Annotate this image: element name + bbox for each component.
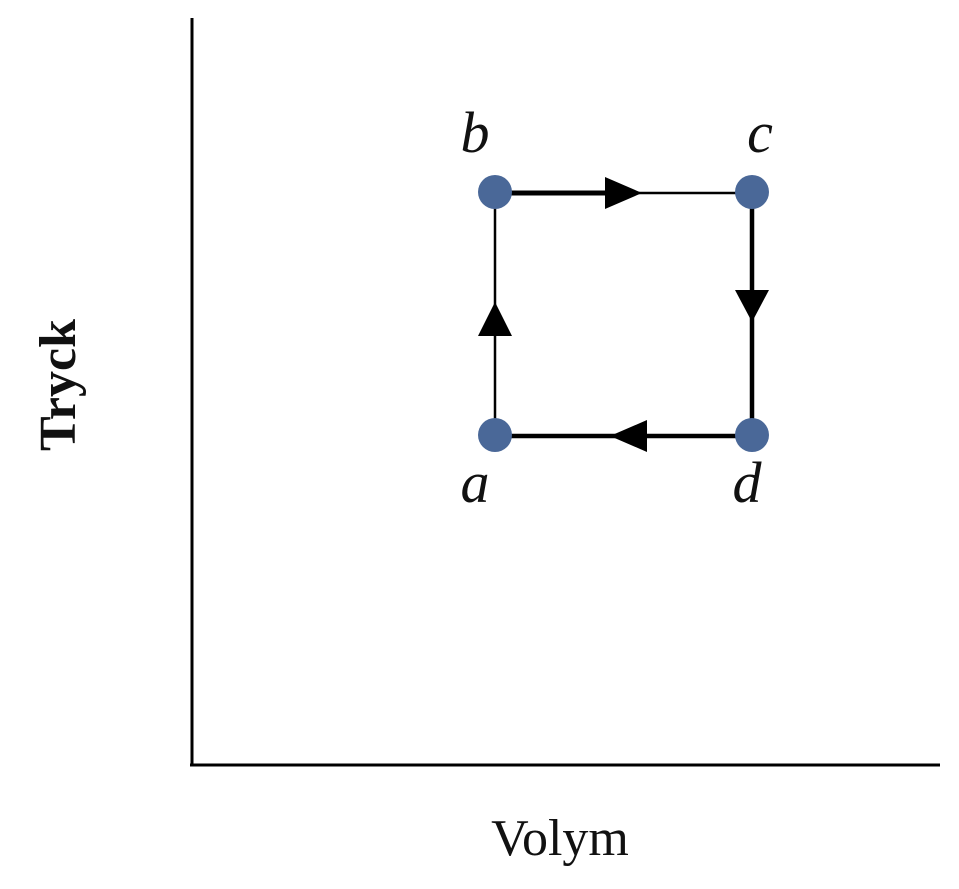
y-axis-label: Tryck xyxy=(30,319,87,451)
label-d: d xyxy=(733,450,763,515)
label-c: c xyxy=(747,100,773,165)
arrow-left-icon xyxy=(610,420,647,452)
arrow-up-icon xyxy=(478,302,512,336)
point-c xyxy=(735,175,769,209)
point-b xyxy=(478,175,512,209)
x-axis-label: Volym xyxy=(491,810,629,867)
label-b: b xyxy=(461,100,490,165)
arrow-right-icon xyxy=(605,177,642,209)
point-a xyxy=(478,418,512,452)
point-d xyxy=(735,418,769,452)
label-a: a xyxy=(461,450,490,515)
arrow-down-icon xyxy=(735,290,769,322)
